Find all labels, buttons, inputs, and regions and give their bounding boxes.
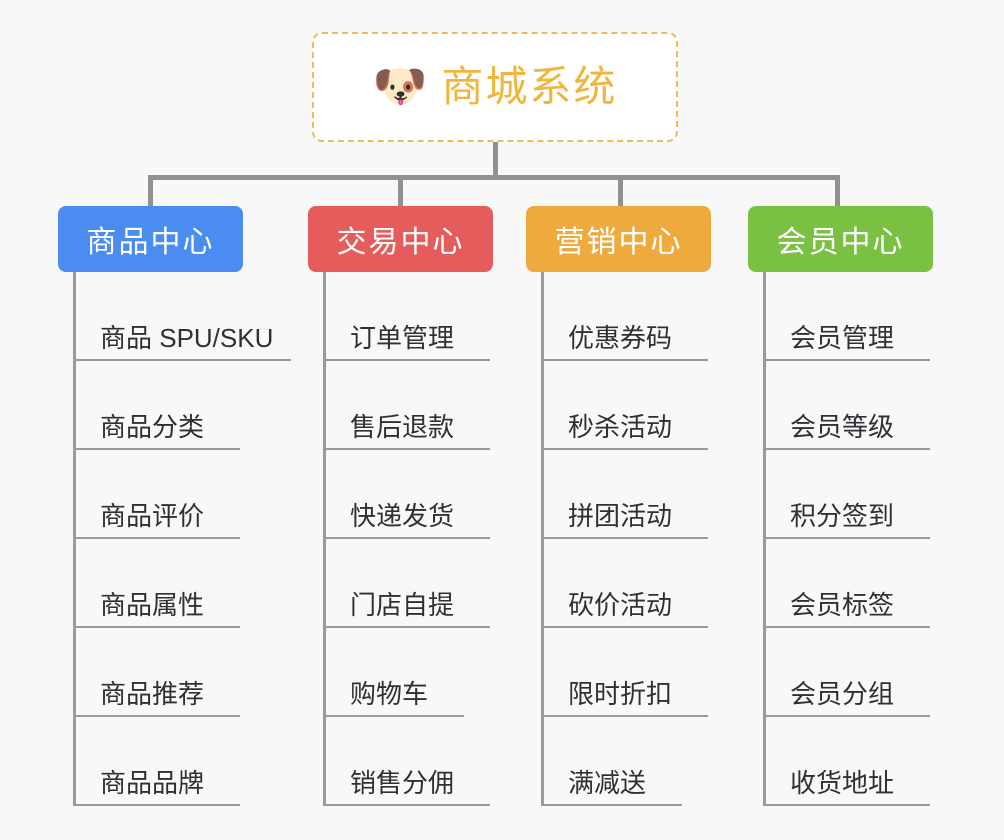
- leaf-label: 商品属性: [100, 590, 205, 621]
- category-header-product[interactable]: 商品中心: [58, 206, 243, 272]
- leaf-label: 门店自提: [350, 590, 455, 621]
- leaf-rule: [73, 804, 240, 806]
- leaf-item[interactable]: 会员分组: [763, 628, 930, 717]
- leaf-item[interactable]: 快递发货: [323, 450, 490, 539]
- leaf-label: 订单管理: [350, 323, 455, 354]
- leaf-item[interactable]: 订单管理: [323, 272, 490, 361]
- category-header-marketing[interactable]: 营销中心: [526, 206, 711, 272]
- leaf-label: 拼团活动: [568, 501, 673, 532]
- leaf-item[interactable]: 商品品牌: [73, 717, 287, 806]
- leaf-item[interactable]: 满减送: [541, 717, 686, 806]
- leaf-item[interactable]: 商品评价: [73, 450, 287, 539]
- category-header-trade[interactable]: 交易中心: [308, 206, 493, 272]
- leaf-label: 商品评价: [100, 501, 205, 532]
- leaf-rule: [323, 537, 490, 539]
- category-header-label: 会员中心: [776, 226, 905, 259]
- leaf-item[interactable]: 会员标签: [763, 539, 930, 628]
- leaf-item[interactable]: 商品推荐: [73, 628, 287, 717]
- leaf-item[interactable]: 积分签到: [763, 450, 930, 539]
- connector-drop-trade: [398, 175, 403, 208]
- leaf-label: 快递发货: [350, 501, 455, 532]
- leaf-item[interactable]: 销售分佣: [323, 717, 490, 806]
- connector-drop-marketing: [618, 175, 623, 208]
- root-node-title: 商城系统: [441, 63, 618, 110]
- leaf-item[interactable]: 优惠券码: [541, 272, 708, 361]
- leaf-rule: [73, 448, 240, 450]
- leaf-list-marketing: 优惠券码 秒杀活动 拼团活动 砍价活动 限时折扣 满减送: [541, 272, 708, 806]
- connector-drop-member: [835, 175, 840, 208]
- leaf-rule: [541, 359, 708, 361]
- leaf-rule: [73, 537, 240, 539]
- leaf-rule: [73, 359, 291, 361]
- leaf-label: 会员分组: [790, 679, 895, 710]
- leaf-list-member: 会员管理 会员等级 积分签到 会员标签 会员分组 收货地址: [763, 272, 930, 806]
- leaf-rule: [323, 448, 490, 450]
- connector-horizontal-bus: [148, 175, 840, 180]
- leaf-item[interactable]: 售后退款: [323, 361, 490, 450]
- category-header-member[interactable]: 会员中心: [748, 206, 933, 272]
- leaf-rule: [323, 715, 464, 717]
- connector-drop-product: [148, 175, 153, 208]
- leaf-label: 满减送: [568, 768, 647, 799]
- leaf-item[interactable]: 门店自提: [323, 539, 490, 628]
- branch-spine-trade: [323, 272, 326, 806]
- leaf-label: 砍价活动: [568, 590, 673, 621]
- leaf-rule: [763, 537, 930, 539]
- leaf-label: 收货地址: [790, 768, 895, 799]
- leaf-label: 商品品牌: [100, 768, 205, 799]
- dog-face-icon: 🐶: [372, 62, 428, 111]
- leaf-item[interactable]: 商品 SPU/SKU: [73, 272, 291, 361]
- leaf-item[interactable]: 商品分类: [73, 361, 287, 450]
- category-header-label: 交易中心: [336, 226, 465, 259]
- leaf-item[interactable]: 购物车: [323, 628, 468, 717]
- leaf-label: 商品推荐: [100, 679, 205, 710]
- leaf-label: 商品 SPU/SKU: [100, 323, 274, 354]
- leaf-item[interactable]: 商品属性: [73, 539, 287, 628]
- leaf-item[interactable]: 会员等级: [763, 361, 930, 450]
- leaf-rule: [763, 626, 930, 628]
- leaf-item[interactable]: 收货地址: [763, 717, 930, 806]
- leaf-rule: [323, 804, 490, 806]
- leaf-label: 商品分类: [100, 412, 205, 443]
- root-node[interactable]: 🐶 商城系统: [312, 32, 678, 142]
- leaf-label: 秒杀活动: [568, 412, 673, 443]
- category-header-label: 营销中心: [554, 226, 683, 259]
- leaf-label: 购物车: [350, 679, 429, 710]
- leaf-rule: [541, 448, 708, 450]
- leaf-label: 售后退款: [350, 412, 455, 443]
- leaf-rule: [763, 804, 930, 806]
- leaf-item[interactable]: 秒杀活动: [541, 361, 708, 450]
- leaf-rule: [73, 715, 240, 717]
- leaf-label: 会员等级: [790, 412, 895, 443]
- leaf-rule: [323, 359, 490, 361]
- leaf-rule: [541, 715, 708, 717]
- leaf-rule: [763, 359, 930, 361]
- leaf-label: 会员管理: [790, 323, 895, 354]
- leaf-rule: [541, 537, 708, 539]
- leaf-rule: [541, 804, 682, 806]
- leaf-item[interactable]: 会员管理: [763, 272, 930, 361]
- leaf-rule: [541, 626, 708, 628]
- branch-spine-product: [73, 272, 76, 806]
- leaf-label: 限时折扣: [568, 679, 673, 710]
- leaf-rule: [763, 448, 930, 450]
- leaf-label: 会员标签: [790, 590, 895, 621]
- leaf-rule: [323, 626, 490, 628]
- leaf-label: 积分签到: [790, 501, 895, 532]
- leaf-item[interactable]: 限时折扣: [541, 628, 708, 717]
- category-header-label: 商品中心: [86, 226, 215, 259]
- leaf-item[interactable]: 拼团活动: [541, 450, 708, 539]
- branch-spine-member: [763, 272, 766, 806]
- leaf-list-trade: 订单管理 售后退款 快递发货 门店自提 购物车 销售分佣: [323, 272, 490, 806]
- leaf-rule: [73, 626, 240, 628]
- leaf-rule: [763, 715, 930, 717]
- connector-root-stem: [493, 142, 498, 178]
- branch-spine-marketing: [541, 272, 544, 806]
- leaf-label: 优惠券码: [568, 323, 673, 354]
- leaf-item[interactable]: 砍价活动: [541, 539, 708, 628]
- leaf-list-product: 商品 SPU/SKU 商品分类 商品评价 商品属性 商品推荐 商品品牌: [73, 272, 291, 806]
- leaf-label: 销售分佣: [350, 768, 455, 799]
